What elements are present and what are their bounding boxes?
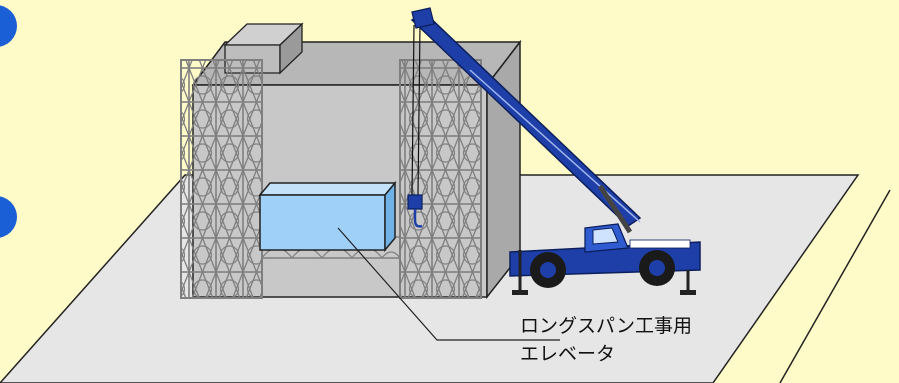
callout-label-line2: エレベータ bbox=[520, 343, 616, 365]
scaffold-left bbox=[180, 59, 263, 299]
callout-label-line1: ロングスパン工事用 bbox=[520, 315, 692, 337]
callout-leader-line bbox=[337, 227, 560, 341]
side-marker-top bbox=[0, 5, 17, 47]
elevator-callout-label: ロングスパン工事用 エレベータ bbox=[520, 312, 692, 368]
side-marker-bottom bbox=[0, 196, 17, 238]
crane-hook-icon bbox=[407, 194, 423, 228]
road-edge-line bbox=[779, 189, 891, 383]
mobile-crane-icon bbox=[407, 7, 701, 295]
elevator-cage-icon bbox=[258, 180, 397, 253]
